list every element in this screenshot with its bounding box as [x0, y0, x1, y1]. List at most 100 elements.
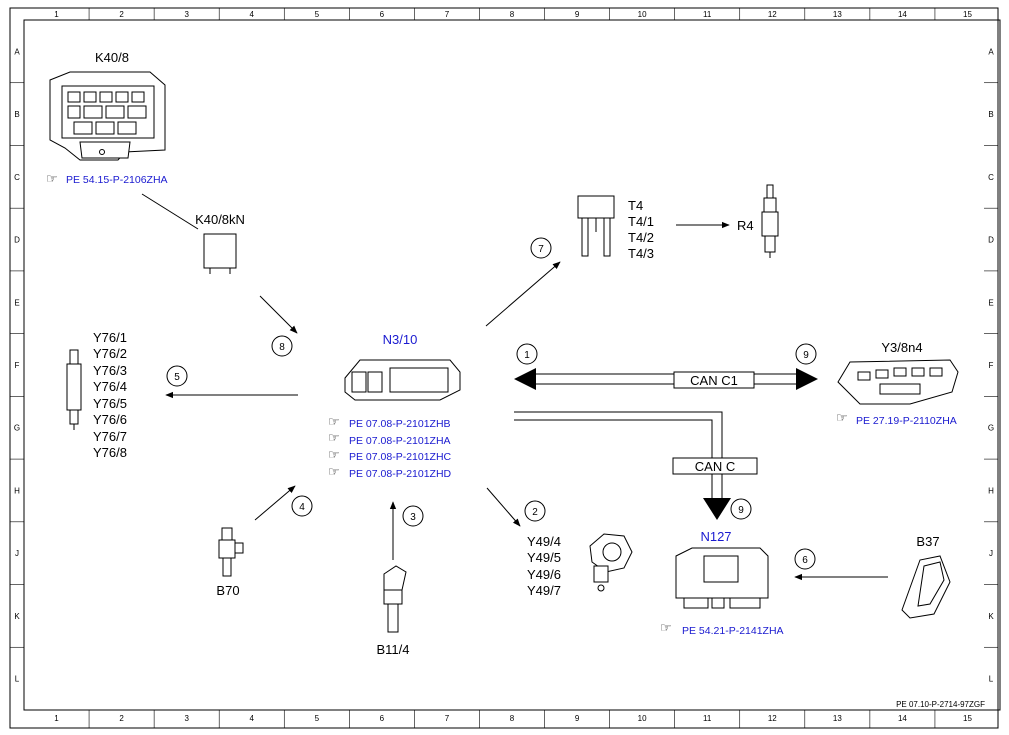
callout-6: 6 [794, 548, 816, 570]
grid-row-label: K [988, 612, 994, 621]
grid-column-label: 13 [833, 10, 842, 19]
y76-label-2: Y76/2 [93, 346, 127, 361]
callout-1: 1 [516, 343, 538, 365]
grid-column-label: 5 [315, 714, 320, 723]
grid-column-label: 15 [963, 714, 972, 723]
b11-4-label: B11/4 [376, 642, 409, 657]
n3-10-reference-link-4[interactable]: PE 07.08-P-2101ZHD [349, 468, 452, 480]
t4-label-4: T4/3 [628, 246, 654, 261]
n127-label[interactable]: N127 [700, 529, 731, 544]
grid-row-label: B [988, 110, 993, 119]
callout-4-number: 4 [299, 502, 305, 513]
grid-row-label: G [988, 424, 994, 433]
grid-column-label: 6 [380, 10, 385, 19]
y76-label-3: Y76/3 [93, 363, 127, 378]
grid-row-label: C [14, 173, 20, 182]
arrow-4-b70-to-n3 [254, 485, 296, 521]
n127-reference-link[interactable]: PE 54.21-P-2141ZHA [682, 625, 784, 637]
y3-8n4-reference-link[interactable]: PE 27.19-P-2110ZHA [856, 415, 957, 427]
y3-8n4-label: Y3/8n4 [881, 340, 922, 355]
grid-column-label: 15 [963, 10, 972, 19]
y76-label-1: Y76/1 [93, 330, 127, 345]
y49-label-3: Y49/6 [527, 567, 561, 582]
k40-8-relay-module-icon [49, 71, 166, 161]
grid-column-label: 13 [833, 714, 842, 723]
callout-4: 4 [291, 495, 313, 517]
grid-column-label: 6 [380, 714, 385, 723]
y76-label-5: Y76/5 [93, 396, 127, 411]
grid-row-label: C [988, 173, 994, 182]
grid-column-label: 4 [250, 714, 255, 723]
b70-label: B70 [216, 583, 239, 598]
callout-7: 7 [530, 237, 552, 259]
arrow-2-n3-to-y49 [486, 487, 521, 527]
y49-label-1: Y49/4 [527, 534, 561, 549]
k40-8kn-label: K40/8kN [195, 212, 245, 227]
grid-column-label: 9 [575, 10, 580, 19]
callout-5: 5 [166, 365, 188, 387]
grid-column-label: 2 [119, 10, 124, 19]
reference-icon: ☞ [46, 171, 58, 186]
r4-label: R4 [737, 218, 754, 233]
k40-8kn-relay-icon [203, 233, 237, 274]
grid-column-label: 8 [510, 10, 515, 19]
callout-3-number: 3 [410, 512, 416, 523]
k40-8-reference-link[interactable]: PE 54.15-P-2106ZHA [66, 174, 168, 186]
can-c1-label: CAN C1 [690, 373, 738, 388]
grid-column-label: 10 [638, 10, 647, 19]
can-c-label: CAN C [695, 459, 735, 474]
n3-10-label[interactable]: N3/10 [383, 332, 418, 347]
grid-row-label: J [989, 549, 993, 558]
callout-8-number: 8 [279, 342, 285, 353]
callout-6-number: 6 [802, 555, 808, 566]
r4-spark-plug-icon [761, 184, 779, 258]
grid-row-label: E [988, 298, 993, 307]
grid-row-label: A [14, 47, 20, 56]
grid-row-label: H [988, 486, 994, 495]
grid-row-label: J [15, 549, 19, 558]
reference-icon: ☞ [660, 620, 672, 635]
grid-row-label: L [989, 675, 994, 684]
n3-10-reference-link-3[interactable]: PE 07.08-P-2101ZHC [349, 451, 452, 463]
reference-icon: ☞ [328, 464, 340, 479]
callout-9-can-c: 9 [730, 498, 752, 520]
grid-column-label: 7 [445, 714, 450, 723]
n3-10-reference-link-2[interactable]: PE 07.08-P-2101ZHA [349, 435, 451, 447]
grid-row-label: A [988, 47, 994, 56]
grid-column-label: 9 [575, 714, 580, 723]
grid-column-label: 12 [768, 714, 777, 723]
callout-9-can-c1: 9 [795, 343, 817, 365]
grid-row-label: K [14, 612, 20, 621]
grid-column-label: 10 [638, 714, 647, 723]
inner-frame [23, 19, 1001, 711]
grid-column-label: 3 [184, 714, 189, 723]
grid-column-label: 11 [703, 714, 712, 723]
callout-9b-number: 9 [738, 505, 744, 516]
callout-1-number: 1 [524, 350, 530, 361]
grid-column-label: 5 [315, 10, 320, 19]
grid-row-label: E [14, 298, 19, 307]
y49-camshaft-solenoid-icon [589, 533, 633, 592]
grid-row-label: D [988, 236, 994, 245]
y3-8n4-transmission-control-icon [837, 359, 959, 405]
can-c1-bus [514, 368, 818, 390]
arrow-8-k40-to-n3 [259, 295, 298, 334]
grid-column-label: 1 [54, 10, 59, 19]
grid-row-label: F [15, 361, 20, 370]
n3-10-reference-link-1[interactable]: PE 07.08-P-2101ZHB [349, 418, 451, 430]
grid-column-label: 14 [898, 714, 907, 723]
reference-icon: ☞ [328, 447, 340, 462]
callout-2-number: 2 [532, 507, 538, 518]
reference-icon: ☞ [328, 430, 340, 445]
grid-column-label: 4 [250, 10, 255, 19]
outer-frame [9, 7, 999, 729]
y76-label-4: Y76/4 [93, 379, 127, 394]
n3-10-engine-control-unit-icon [344, 359, 461, 401]
callout-5-number: 5 [174, 372, 180, 383]
grid-row-label: D [14, 236, 20, 245]
callout-2: 2 [524, 500, 546, 522]
k40-8-label: K40/8 [95, 50, 129, 65]
